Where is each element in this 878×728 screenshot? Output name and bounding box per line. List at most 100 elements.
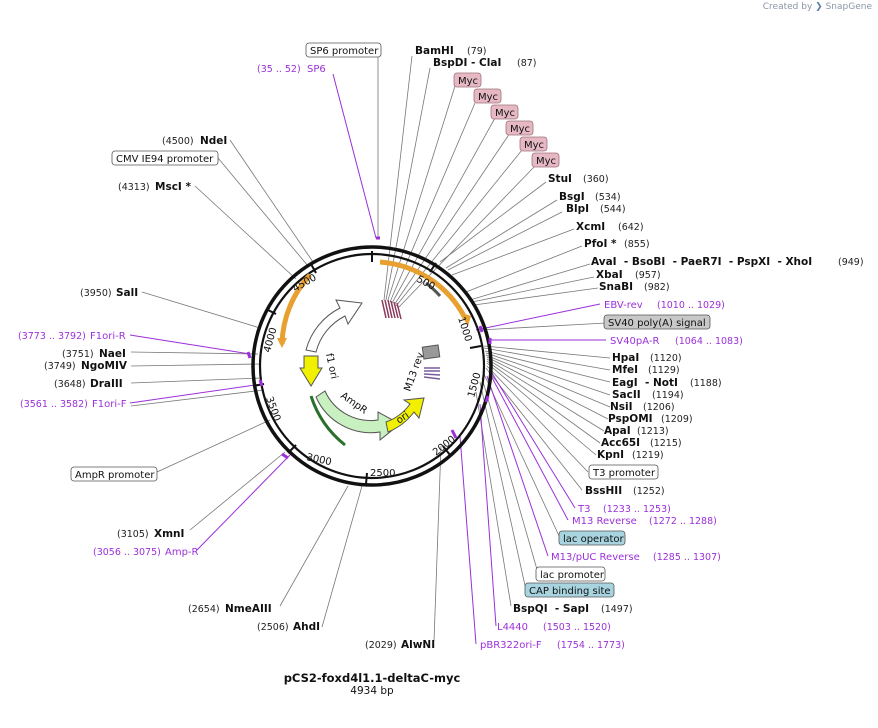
enzyme-ngomiv-pos: (3749) (44, 361, 76, 372)
enzyme-blpi: BlpI (566, 203, 589, 215)
primer-f1ori-f: F1ori-F (92, 399, 127, 410)
enzyme-naei-pos: (3751) (62, 349, 94, 360)
enzyme-sacii: SacII (612, 389, 641, 401)
primer-f1ori-r: F1ori-R (90, 331, 126, 342)
enzyme-stui: StuI (548, 173, 572, 185)
myc-hatches (381, 299, 402, 320)
enzyme-xbai: XbaI (596, 269, 623, 281)
enzyme-sali: SalI (116, 287, 138, 299)
primer-t3-pos: (1233 .. 1253) (603, 504, 671, 515)
primer-m13-reverse: M13 Reverse (572, 516, 637, 527)
m13-rev-box (421, 344, 441, 360)
enzyme-alwni: AlwNI (401, 639, 435, 651)
enzyme-msci-pos: (4313) (118, 182, 150, 193)
sv40-polya-box: SV40 poly(A) signal (603, 314, 711, 330)
enzyme-kpni-pos: (1219) (632, 450, 664, 461)
primer-lines (129, 73, 606, 645)
tick-2500: 2500 (370, 468, 395, 479)
myc-tag-3: Myc (490, 104, 519, 120)
cap-binding-site-box: CAP binding site (524, 582, 615, 598)
myc-tag-1-label: Myc (458, 76, 478, 87)
enzyme-apai: ApaI (604, 425, 631, 437)
myc-tag-3-label: Myc (495, 108, 515, 119)
primer-sp6-pos: (35 .. 52) (257, 64, 301, 75)
cap-binding-site-label: CAP binding site (529, 586, 611, 597)
primer-ebv-rev: EBV-rev (604, 300, 643, 311)
small-feature-arc-2 (425, 281, 442, 298)
myc-tag-5-label: Myc (524, 140, 544, 151)
snapgene-brand: Created by ❯ SnapGene (763, 2, 872, 12)
enzyme-bspdi-clai: BspDI - ClaI (433, 57, 501, 69)
tick-1000: 1000 (455, 316, 473, 344)
enzyme-xcmi-pos: (642) (618, 222, 644, 233)
cmv-ie94-promoter-box: CMV IE94 promoter (111, 150, 219, 166)
enzyme-bspdi-clai-pos: (87) (517, 58, 537, 69)
cmv-promoter-arc (279, 273, 312, 345)
ampr-arrow (315, 390, 401, 442)
lac-operator-label: lac operator (563, 534, 624, 545)
enzyme-bspqi-sapi-pos: (1497) (601, 604, 633, 615)
enzyme-snabi-pos: (982) (644, 282, 670, 293)
sv40-arc-head (459, 312, 471, 326)
snapgene-logo: ❯ (815, 2, 823, 12)
lac-promoter-label: lac promoter (540, 570, 605, 581)
primer-m13-puc-reverse: M13/pUC Reverse (551, 552, 640, 563)
enzyme-sacii-pos: (1194) (652, 390, 684, 401)
sv40-arc (379, 259, 468, 320)
myc-tag-4: Myc (505, 120, 534, 136)
enzyme-xmni: XmnI (154, 528, 184, 540)
lac-hatches (423, 367, 441, 380)
connector-lines (130, 55, 611, 642)
enzyme-eagi-noti-pos: (1188) (690, 378, 722, 389)
enzyme-acc65i: Acc65I (601, 437, 640, 449)
primer-m13-reverse-pos: (1272 .. 1288) (649, 516, 717, 527)
enzyme-kpni: KpnI (597, 449, 624, 461)
primer-marks (246, 236, 492, 460)
enzyme-xhoi-group-pos: (949) (838, 257, 864, 268)
myc-tag-6-label: Myc (536, 156, 556, 167)
enzyme-eagi-noti: EagI - NotI (612, 377, 678, 389)
enzyme-nsii-pos: (1206) (643, 402, 675, 413)
enzyme-nsii: NsiI (610, 401, 633, 413)
enzyme-pfoi-pos: (855) (624, 239, 650, 250)
primer-l4440: L4440 (497, 622, 528, 633)
enzyme-pspomi-pos: (1209) (661, 414, 693, 425)
enzyme-nmeaiii: NmeAIII (225, 603, 272, 615)
enzyme-bsgi-pos: (534) (595, 192, 621, 203)
enzyme-bsshii-pos: (1252) (633, 486, 665, 497)
myc-tag-2: Myc (473, 88, 502, 104)
enzyme-xbai-pos: (957) (635, 270, 661, 281)
enzyme-ahdi-pos: (2506) (257, 622, 289, 633)
enzyme-xcmi: XcmI (576, 221, 605, 233)
lac-promoter-box: lac promoter (535, 566, 606, 582)
created-by-text: Created by (762, 2, 813, 12)
enzyme-stui-pos: (360) (583, 174, 609, 185)
lac-operator-box: lac operator (558, 530, 626, 546)
tick-marks (252, 251, 482, 485)
yellow-arrow-left (299, 355, 323, 387)
t3-promoter-box: T3 promoter (588, 464, 659, 480)
myc-tag-4-label: Myc (510, 124, 530, 135)
enzyme-xmni-pos: (3105) (117, 529, 149, 540)
f1-ori-arrow (305, 299, 363, 353)
primer-l4440-pos: (1503 .. 1520) (543, 622, 611, 633)
backbone-outer (251, 245, 493, 487)
enzyme-bspqi-sapi: BspQI - SapI (513, 603, 589, 615)
primer-f1ori-f-pos: (3561 .. 3582) (20, 399, 88, 410)
primer-pbr322ori-f: pBR322ori-F (480, 640, 542, 651)
tick-3000: 3000 (305, 452, 332, 468)
primer-sv40pa-r-pos: (1064 .. 1083) (675, 336, 743, 347)
primer-f1ori-r-pos: (3773 .. 3792) (18, 331, 86, 342)
enzyme-draiii-pos: (3648) (54, 379, 86, 390)
enzyme-pspomi: PspOMI (608, 413, 653, 425)
myc-tag-6: Myc (531, 152, 560, 168)
enzyme-nmeaiii-pos: (2654) (188, 604, 220, 615)
enzyme-bsshii: BssHII (585, 485, 622, 497)
primer-amp-r-pos: (3056 .. 3075) (93, 547, 161, 558)
primer-m13-puc-reverse-pos: (1285 .. 1307) (653, 552, 721, 563)
enzyme-apai-pos: (1213) (637, 426, 669, 437)
enzyme-mfei-pos: (1129) (648, 365, 680, 376)
primer-amp-r: Amp-R (165, 547, 199, 558)
enzyme-bamhi-pos: (79) (467, 46, 487, 57)
